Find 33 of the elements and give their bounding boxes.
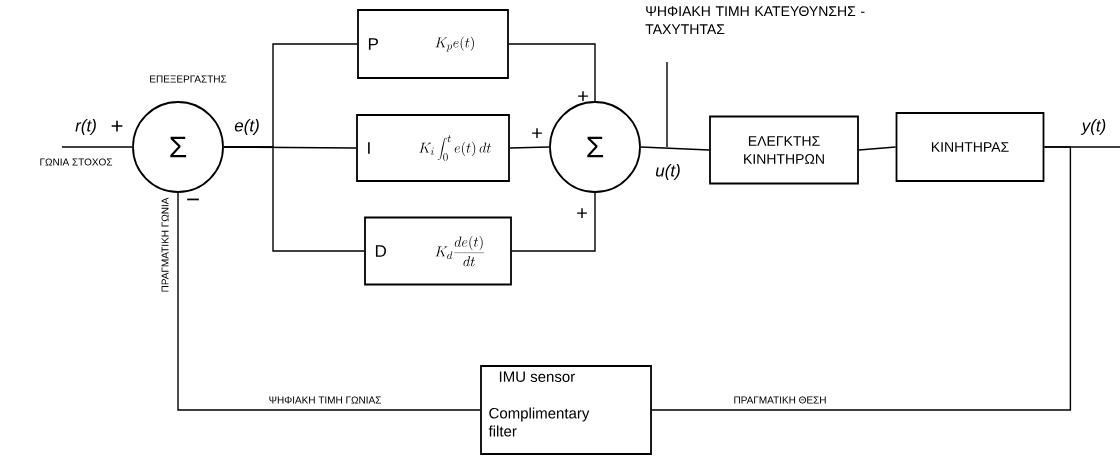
signal-line [651,146,1072,411]
sign-label: + [532,128,542,138]
sign-label: + [111,120,123,132]
signal-line [858,146,897,151]
summing-junction: Σ [549,101,641,193]
signal-line [511,192,596,252]
edge-label: u(t) [654,163,682,181]
signal-label: ΓΩΝΙΑ ΣΤΟΧΟΣ [40,158,113,166]
signal-label: ΠΡΑΓΜΑΤΙΚΗ ΓΩΝΙΑ [161,197,169,292]
signal-line [508,43,596,102]
edge-label: ΨΗΦΙΑΚΗ ΤΙΜΗ ΓΩΝΙΑΣ [267,395,383,405]
summing-junction: Σ [132,101,224,193]
edge-label: ΠΡΑΓΜΑΤΙΚΗ ΘΕΣΗ [732,395,828,405]
sign-label: − [187,198,199,201]
signal-label: ΨΗΦΙΑΚΗ ΤΙΜΗ ΚΑΤΕΥΘΥΝΣΗΣ - ΤΑΧΥΤΗΤΑΣ [645,6,865,34]
signal-line [61,146,133,148]
signal-line [509,146,550,149]
controller-block: P $K_{p}e(t)$ [357,9,509,79]
signal-line [640,146,710,151]
node-label: ΕΠΕΞΕΡΓΑΣΤΗΣ [150,75,227,83]
signal-line [177,192,481,411]
edge-label: y(t) [1080,118,1108,136]
leader-line [666,61,668,148]
signal-line [223,146,365,252]
process-box: ΕΛΕΓΚΤΗΣ ΚΙΝΗΤΗΡΩΝ [709,115,859,185]
sensor-box: IMU sensor Complimentary filter [480,365,652,455]
process-box: ΚΙΝΗΤΗΡΑΣ [895,112,1045,182]
controller-block: I $K_{i}\int_{0}^{t}e(t)\,dt$ [356,114,510,182]
sign-label: + [578,91,588,101]
edge-label: r(t) [74,118,98,136]
controller-block: D $K_{d}\frac{de(t)}{dt}$ [364,216,512,286]
edge-label: e(t) [233,118,261,136]
sign-label: + [577,208,587,218]
